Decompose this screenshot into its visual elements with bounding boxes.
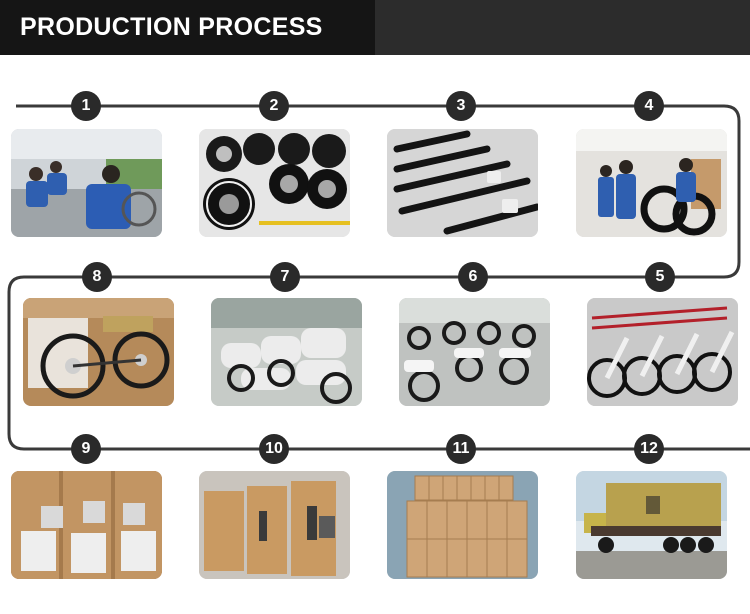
step-badge-5: 5 <box>645 262 675 292</box>
wheels-photo <box>199 129 350 237</box>
frame-assembly-photo <box>576 129 727 237</box>
step-badge-2: 2 <box>259 91 289 121</box>
header-title-tab: PRODUCTION PROCESS <box>0 0 375 55</box>
wrapped-bikes-photo <box>211 298 362 406</box>
step-badge-12: 12 <box>634 434 664 464</box>
step-badge-1: 1 <box>71 91 101 121</box>
assembled-bikes-photo <box>399 298 550 406</box>
cartons-photo <box>199 471 350 579</box>
handlebars-photo <box>387 129 538 237</box>
header-bar: PRODUCTION PROCESS <box>0 0 750 55</box>
assembled-bikes-red-photo <box>587 298 738 406</box>
step-badge-4: 4 <box>634 91 664 121</box>
stacked-cartons-photo <box>387 471 538 579</box>
step-badge-10: 10 <box>259 434 289 464</box>
step-badge-7: 7 <box>270 262 300 292</box>
boxed-parts-photo <box>11 471 162 579</box>
packing-bike-photo <box>23 298 174 406</box>
step-badge-8: 8 <box>82 262 112 292</box>
container-truck-photo <box>576 471 727 579</box>
page-title: PRODUCTION PROCESS <box>20 13 323 41</box>
step-badge-9: 9 <box>71 434 101 464</box>
step-badge-3: 3 <box>446 91 476 121</box>
step-badge-6: 6 <box>458 262 488 292</box>
step-badge-11: 11 <box>446 434 476 464</box>
assembly-workers-photo <box>11 129 162 237</box>
